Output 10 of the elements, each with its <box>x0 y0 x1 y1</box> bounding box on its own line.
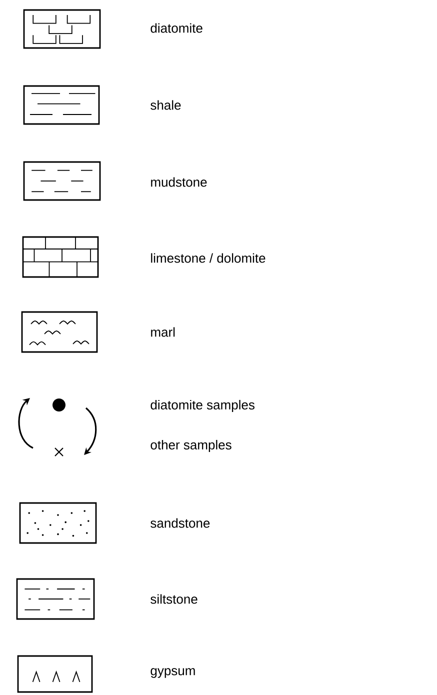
legend-text: sandstone <box>150 518 210 528</box>
legend-text: siltstone <box>150 594 198 604</box>
legend-text: diatomite samples <box>150 400 254 412</box>
legend-text: gypsum <box>150 668 195 678</box>
legend-text: mudstone <box>151 177 207 187</box>
legend-text: shale <box>150 100 181 110</box>
legend-text: limestone / dolomite <box>151 253 266 263</box>
legend-text: diatomite <box>150 23 202 33</box>
legend-text: marl <box>151 327 175 337</box>
legend-text: other samples <box>150 440 232 452</box>
